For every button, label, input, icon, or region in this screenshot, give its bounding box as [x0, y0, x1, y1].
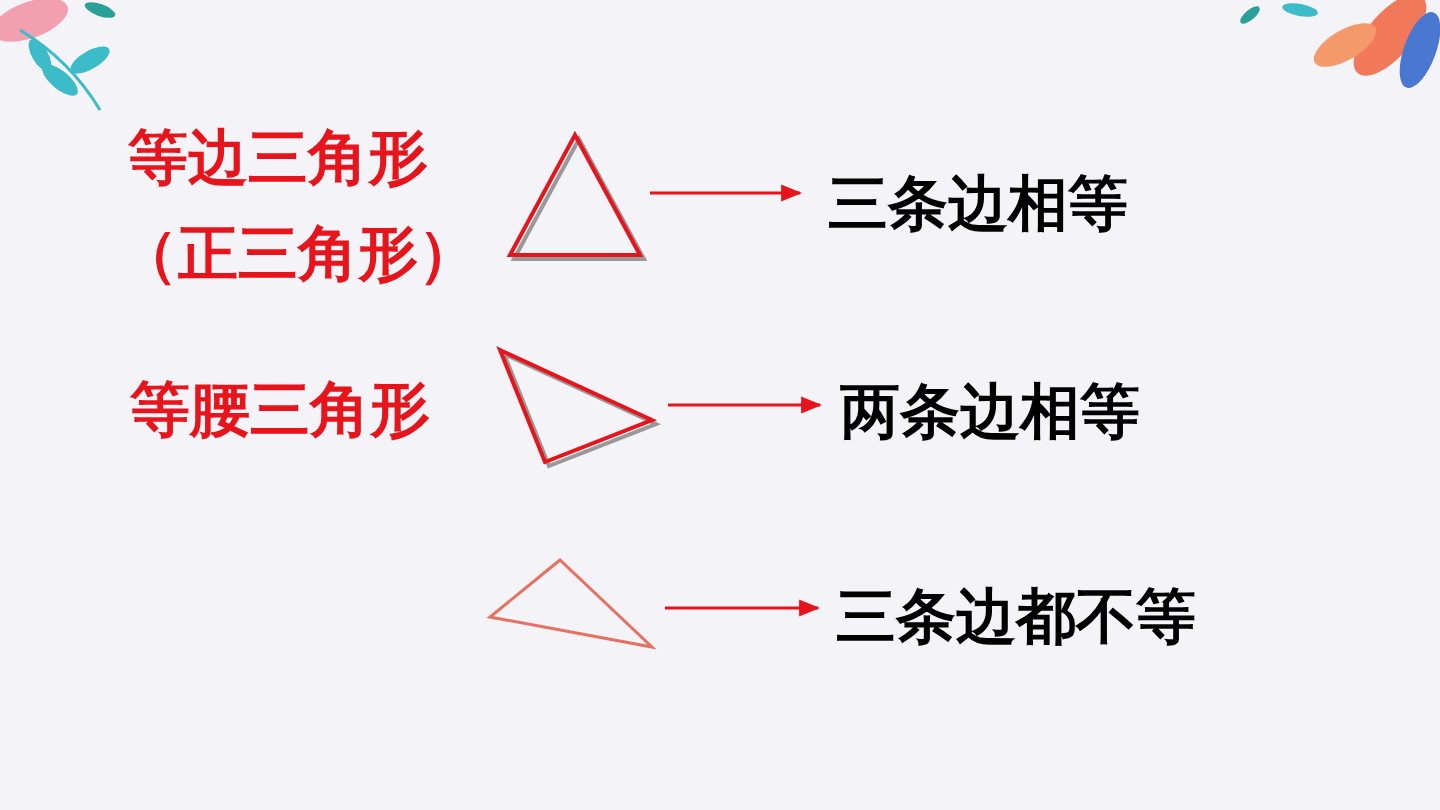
scalene-triangle [490, 560, 652, 647]
property-text: 三条边都不等 [836, 583, 1196, 649]
corner-leaves [0, 0, 1440, 110]
type-name: 等边三角形 [128, 124, 428, 190]
type-alias: （正三角形） [118, 220, 478, 286]
type-name: 等腰三角形 [130, 376, 430, 442]
equilateral-triangle [510, 135, 644, 259]
property-text: 两条边相等 [840, 378, 1140, 444]
isosceles-triangle [500, 350, 656, 466]
arrow [650, 193, 820, 608]
property-text: 三条边相等 [828, 170, 1128, 236]
